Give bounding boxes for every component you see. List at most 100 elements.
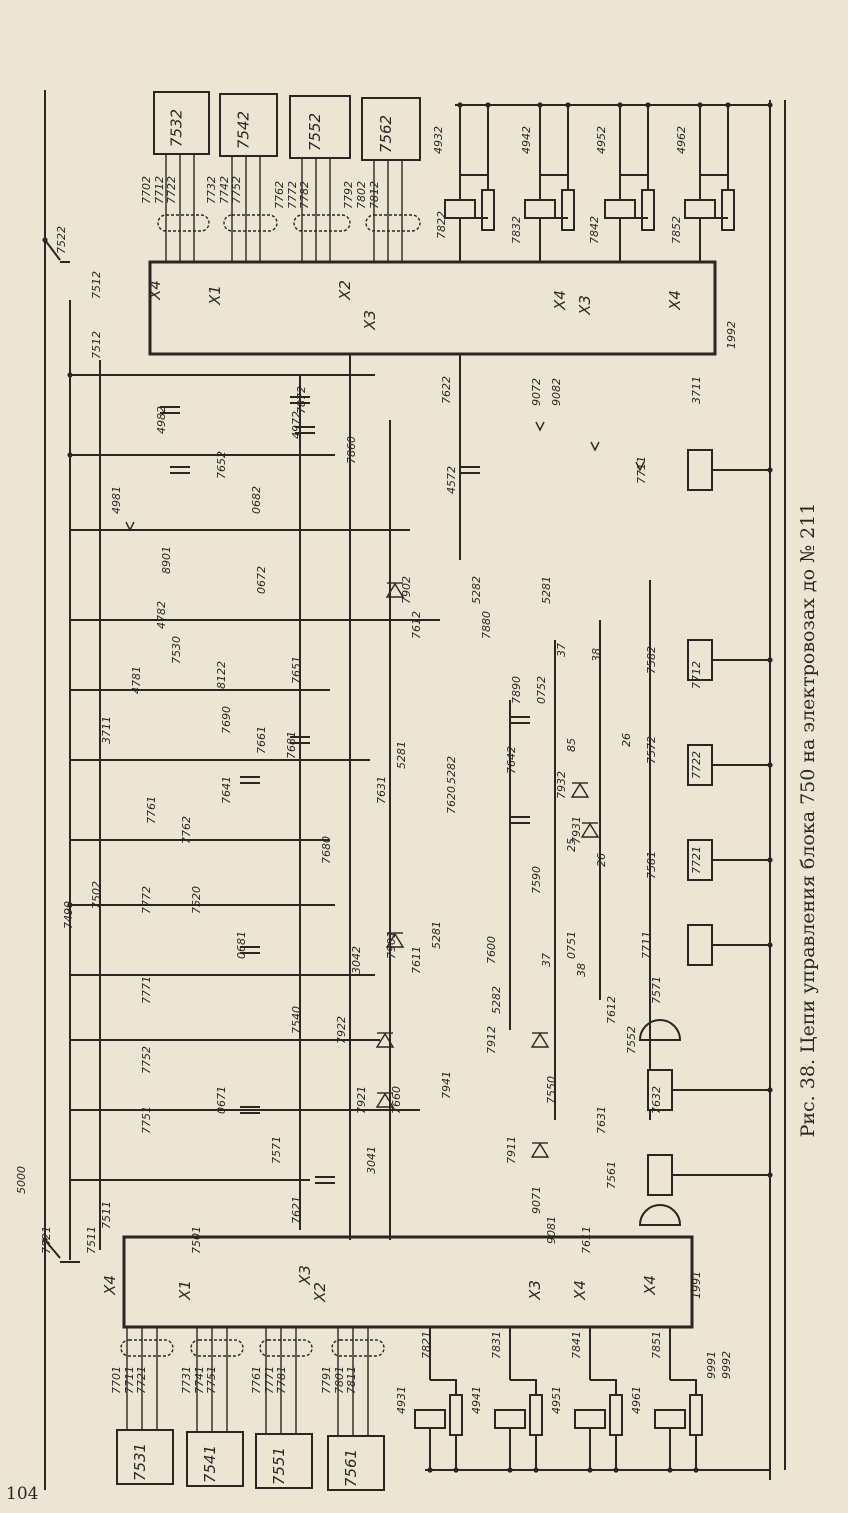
wire-label: 0752	[535, 676, 548, 704]
wire-label: 7822	[435, 211, 448, 239]
wire-label: 4952	[595, 126, 608, 154]
wire-label: 7771	[263, 1366, 276, 1394]
wire-label: 38	[575, 963, 588, 977]
wire-label: 5282	[490, 986, 503, 1014]
resistor	[529, 1394, 543, 1436]
upper-connector-block	[148, 260, 717, 356]
wire-label: 7711	[123, 1366, 136, 1394]
wire-label: 7511	[85, 1226, 98, 1254]
wire-label: 7762	[273, 181, 286, 209]
relay-box-bottom	[186, 1431, 244, 1487]
wire-label: 7811	[345, 1366, 358, 1394]
wire-label: 7722	[165, 176, 178, 204]
junction-dot	[767, 1172, 773, 1178]
arrow-icon	[125, 521, 135, 532]
shield-loop	[190, 1339, 244, 1357]
wire-label: 7751	[205, 1366, 218, 1394]
connector-label: X4	[571, 1280, 589, 1301]
wire-label: 7782	[298, 181, 311, 209]
wire-label: 7690	[220, 706, 233, 734]
wire-label: 5281	[540, 576, 553, 604]
connector-label: X4	[146, 280, 164, 301]
wire-label: 38	[590, 648, 603, 662]
connector-label: X4	[641, 1275, 659, 1296]
wire-label: 7490	[62, 901, 75, 929]
wire-label: 7620	[445, 786, 458, 814]
wire-label: 7722	[690, 751, 703, 779]
junction-dot	[67, 902, 73, 908]
valve-coil	[654, 1409, 686, 1429]
wire-label: 4981	[110, 486, 123, 514]
wire-label: 7561	[605, 1161, 618, 1189]
resistor	[721, 189, 735, 231]
wire-label: 25	[565, 838, 578, 852]
wire-label: 9082	[550, 378, 563, 406]
junction-dot	[67, 452, 73, 458]
relay-box-top	[153, 91, 210, 155]
figure-caption: Рис. 38. Цепи управления блока 750 на эл…	[797, 502, 819, 1138]
wire-label: 7931	[570, 816, 583, 844]
wire	[638, 1204, 682, 1226]
wire-label: 0671	[215, 1086, 228, 1114]
wire-label: 7772	[140, 886, 153, 914]
wire-label: 26	[620, 733, 633, 747]
wire-label: 4931	[395, 1386, 408, 1414]
wire	[590, 1379, 617, 1395]
wire-label: 4961	[630, 1386, 643, 1414]
wire-label: 9072	[530, 378, 543, 406]
wire-label: 5282	[445, 756, 458, 784]
wire-label: 7550	[545, 1076, 558, 1104]
wire-label: 7792	[342, 181, 355, 209]
diode-symbol	[375, 1032, 395, 1048]
wire-label: 7752	[230, 176, 243, 204]
wire-label: 7752	[140, 1046, 153, 1074]
wire-label: 1991	[690, 1271, 703, 1299]
wire-label: 7771	[140, 976, 153, 1004]
wire-label: 7501	[190, 1226, 203, 1254]
wire	[620, 174, 649, 190]
wire-label: 37	[540, 953, 553, 967]
connector-label: X1	[206, 285, 224, 306]
relay-box-bottom	[255, 1433, 313, 1489]
junction-dot	[67, 372, 73, 378]
wire-label: 7590	[530, 866, 543, 894]
wire	[430, 1379, 457, 1395]
diode-symbol	[570, 782, 590, 798]
valve-coil	[414, 1409, 446, 1429]
arrow-icon	[635, 461, 645, 472]
wire-label: 3711	[690, 376, 703, 404]
wire-label: 7852	[670, 216, 683, 244]
relay-box-top	[361, 97, 421, 161]
wire-label: 7632	[650, 1086, 663, 1114]
wire-label: 7732	[205, 176, 218, 204]
relay-coil	[687, 449, 713, 491]
wire	[510, 1379, 537, 1395]
junction-dot	[767, 1087, 773, 1093]
wire-label: 7761	[145, 796, 158, 824]
wire-label: 7511	[100, 1201, 113, 1229]
wire-label: 4941	[470, 1386, 483, 1414]
shield-loop	[293, 214, 351, 232]
junction-dot	[42, 1237, 48, 1243]
junction-dot	[767, 467, 773, 473]
wire-label: 7712	[690, 661, 703, 689]
wire-label: 9991	[705, 1351, 718, 1379]
wire	[44, 239, 70, 263]
connector-label: X3	[576, 295, 594, 316]
relay-box-bottom	[327, 1435, 385, 1491]
relay-box-bottom	[116, 1429, 174, 1485]
valve-coil	[604, 199, 636, 219]
connector-label: X3	[296, 1265, 314, 1286]
resistor	[641, 189, 655, 231]
relay-box-label: 7541	[201, 1445, 219, 1483]
shield-loop	[223, 214, 278, 232]
wire-label: 7711	[635, 456, 648, 484]
relay-coil	[647, 1069, 673, 1111]
relay-box-label: 7532	[168, 109, 186, 147]
wire-label: 7812	[368, 181, 381, 209]
wire-label: 7712	[153, 176, 166, 204]
wire-label: 7932	[555, 771, 568, 799]
diode-symbol	[375, 1092, 395, 1108]
